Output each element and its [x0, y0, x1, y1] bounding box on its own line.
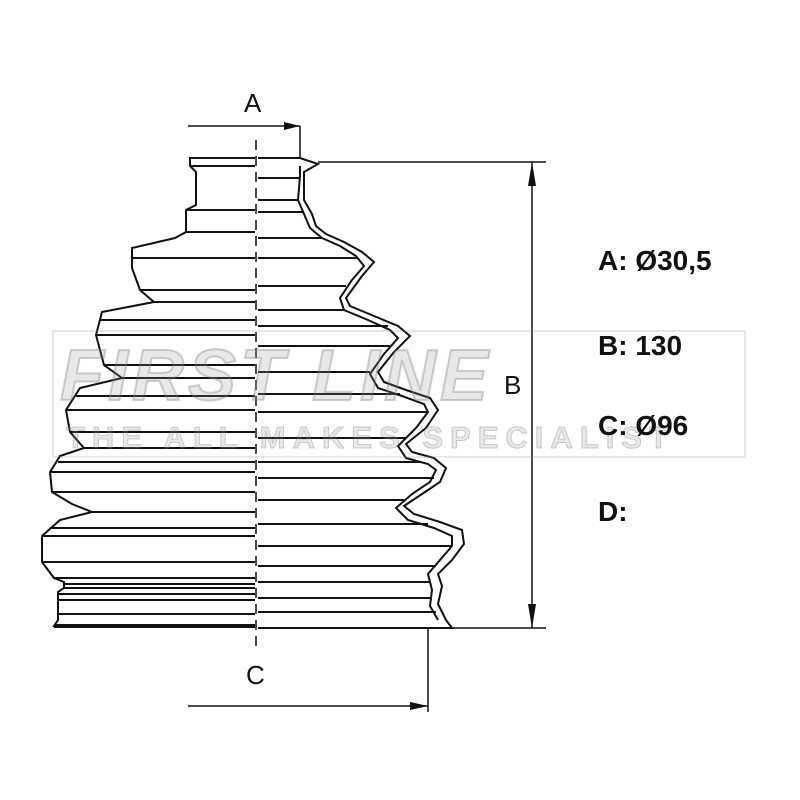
dim-c-letter: C: [246, 660, 265, 690]
dim-a-arrow: [284, 122, 300, 130]
dim-a-letter: A: [244, 88, 262, 118]
spec-c: C: Ø96: [598, 410, 689, 441]
dim-b-letter: B: [504, 370, 521, 400]
dim-c-arrow: [410, 702, 428, 710]
watermark-title: FIRST LINE: [59, 335, 492, 417]
watermark-frame: [52, 330, 746, 458]
watermark-subtitle: THE ALL MAKES SPECIALIST: [66, 420, 675, 456]
boot-section-right: [258, 157, 466, 629]
dim-b-arrow-top: [528, 162, 536, 186]
spec-b: B: 130: [598, 330, 683, 361]
spec-a: A: Ø30,5: [598, 245, 712, 276]
spec-d: D:: [598, 496, 628, 527]
dim-b-arrow-bottom: [528, 604, 536, 628]
